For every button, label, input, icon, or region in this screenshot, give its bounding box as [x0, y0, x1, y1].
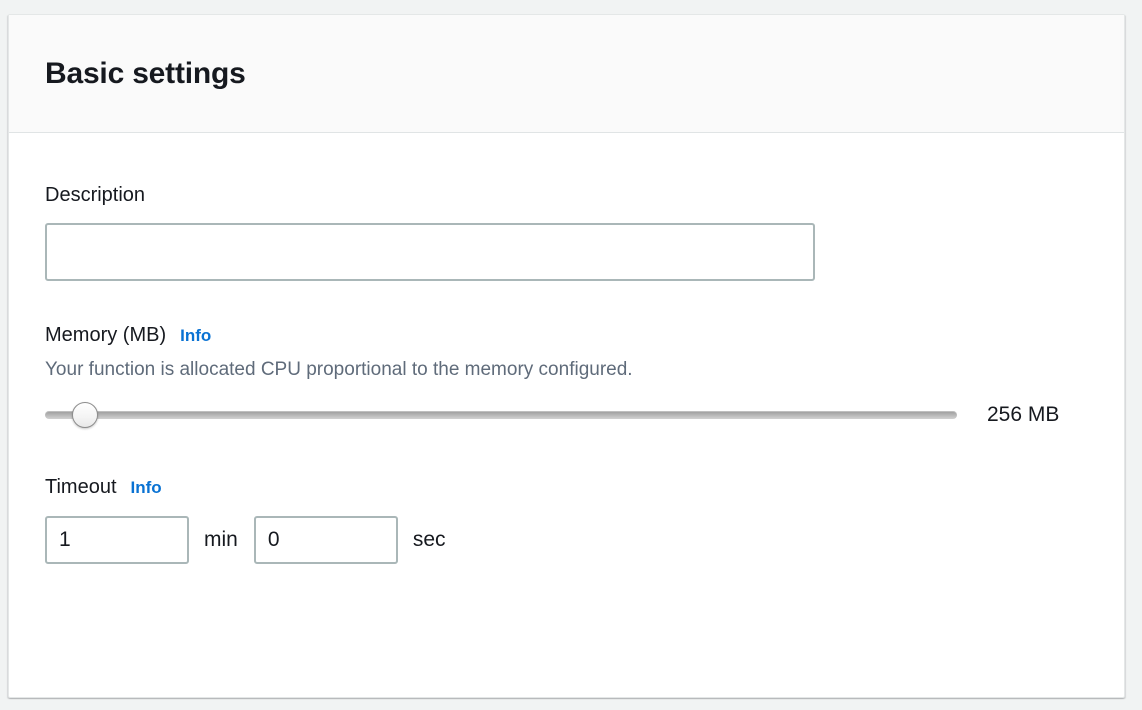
- memory-description: Your function is allocated CPU proportio…: [45, 359, 633, 380]
- card-header: Basic settings: [9, 15, 1124, 133]
- memory-label: Memory (MB) Info: [45, 323, 1088, 348]
- description-label: Description: [45, 183, 1088, 208]
- description-input[interactable]: [45, 223, 815, 281]
- memory-slider-track[interactable]: [45, 410, 957, 419]
- description-label-text: Description: [45, 184, 146, 206]
- page-title: Basic settings: [45, 56, 246, 90]
- memory-info-link[interactable]: Info: [180, 326, 212, 345]
- memory-field: Memory (MB) Info Your function is alloca…: [45, 323, 1088, 428]
- memory-slider-thumb[interactable]: [72, 401, 99, 428]
- basic-settings-card: Basic settings Description Memory (MB) I…: [8, 14, 1125, 698]
- timeout-inputs-row: min sec: [45, 515, 1088, 564]
- card-body: Description Memory (MB) Info Your functi…: [9, 133, 1124, 564]
- timeout-label-text: Timeout: [45, 475, 117, 498]
- memory-value-label: 256 MB: [987, 402, 1060, 426]
- timeout-minutes-unit: min: [204, 528, 238, 552]
- timeout-label: Timeout Info: [45, 475, 1088, 500]
- timeout-field: Timeout Info min sec: [45, 475, 1088, 564]
- memory-label-text: Memory (MB): [45, 324, 167, 346]
- timeout-minutes-input[interactable]: [45, 515, 189, 564]
- memory-slider-row: 256 MB: [45, 401, 1088, 428]
- timeout-info-link[interactable]: Info: [130, 477, 162, 497]
- description-field: Description: [45, 183, 1088, 281]
- timeout-seconds-unit: sec: [412, 528, 446, 552]
- timeout-seconds-input[interactable]: [253, 515, 398, 564]
- memory-slider[interactable]: [45, 401, 957, 428]
